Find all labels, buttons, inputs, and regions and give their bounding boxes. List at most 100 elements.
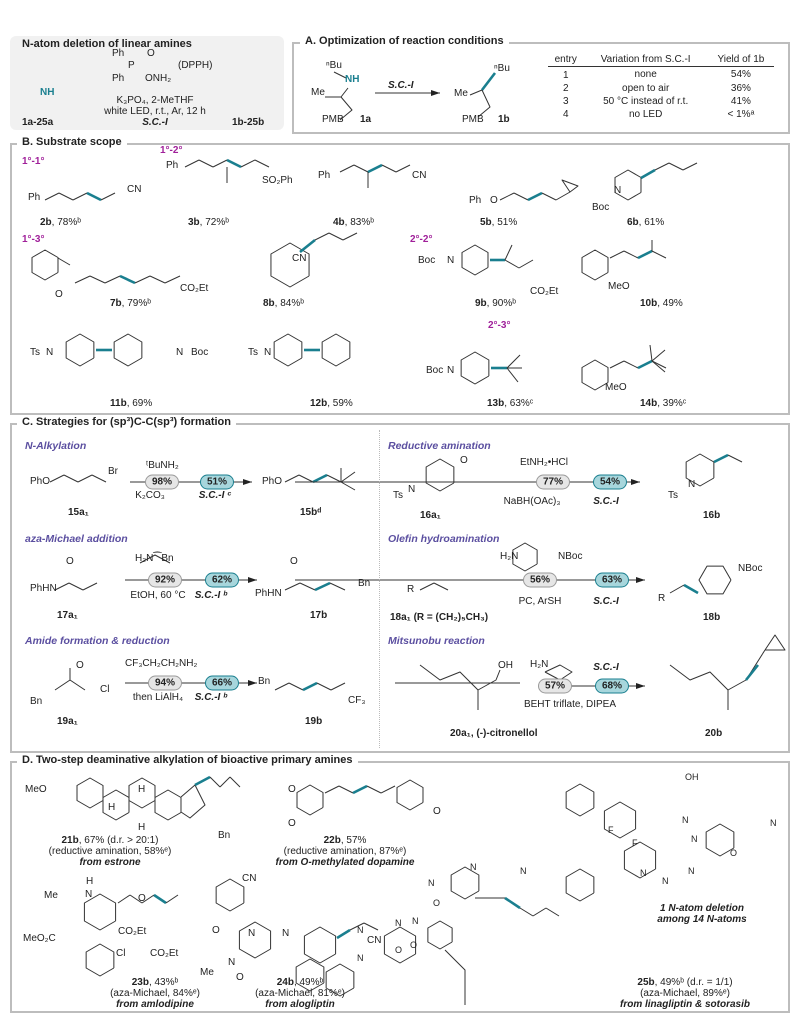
strategy-title: Mitsunobu reaction (388, 635, 485, 647)
step1-conditions: EtOH, 60 °C (130, 590, 186, 601)
bond (100, 192, 116, 201)
compound-id: 10b (640, 298, 658, 309)
bond (63, 474, 79, 483)
step2-yield-pill: 54% (592, 474, 628, 490)
product-label: 16b (703, 510, 721, 521)
bond (609, 250, 625, 259)
arrow-head (631, 479, 640, 485)
atom-label: Ph (166, 160, 179, 171)
bond (104, 275, 121, 284)
compound-yield: , 63%ᶜ (504, 398, 534, 409)
header-entry: entry (554, 54, 577, 65)
compound-yield: , 49%ᵇ (d.r. = 1/1) (654, 977, 733, 988)
cell: 36% (730, 83, 751, 94)
piperidine-ring (273, 333, 303, 367)
bond (649, 344, 653, 362)
imidazole-ring (427, 920, 453, 950)
atom-label: MeO (605, 382, 627, 393)
atom-label: Bn (258, 676, 271, 687)
bond (669, 584, 685, 594)
bond (298, 474, 314, 483)
class-label: 1°-1° (22, 156, 45, 167)
compound-label: 14b, 39%ᶜ (640, 398, 686, 409)
highlight-bond (527, 191, 543, 202)
atom-label: N (357, 925, 364, 935)
bond (380, 785, 396, 794)
quinazoline-ring (325, 963, 355, 997)
bond (353, 164, 369, 173)
uracil-ring (238, 921, 272, 959)
atom-label: CN (412, 170, 427, 181)
compound-id: 3b (188, 217, 200, 228)
optimization-panel (292, 42, 790, 134)
bond (91, 474, 107, 483)
bond (219, 776, 231, 788)
product-label: 15bᵈ (300, 507, 322, 518)
atom-label: N (640, 868, 647, 878)
atom-label: N (395, 918, 402, 928)
bond (274, 682, 290, 691)
atom-label: NBoc (738, 563, 763, 574)
highlight-bond (480, 72, 497, 91)
product-label: 1b-25b (232, 117, 265, 128)
compound-id: 9b (475, 298, 487, 309)
starting-material-label: 20a₁, (-)-citronellol (450, 728, 538, 739)
piperidine-ring (512, 542, 538, 572)
compound-source: from linagliptin & sotorasib (619, 999, 751, 1010)
compound-id: 23b (131, 977, 149, 988)
header-yield: Yield of 1b (717, 54, 765, 65)
bond (419, 664, 501, 691)
compound-yield: , 57% (340, 835, 367, 846)
reagent-name: (DPPH) (178, 60, 213, 71)
bond (198, 159, 214, 168)
compound-note: (aza-Michael, 89%ᵉ) (640, 988, 730, 999)
step2-yield-pill: 66% (204, 675, 240, 691)
atom-label: Boc (426, 365, 444, 376)
compound-label: 22b, 57% (324, 835, 367, 846)
atom-label: N (688, 866, 695, 876)
bond (229, 776, 241, 788)
arrow-head (636, 683, 645, 689)
highlight-bond (637, 359, 653, 370)
compound-id: 21b (61, 835, 79, 846)
atom-label: N (357, 953, 364, 963)
bond (654, 162, 670, 171)
bond (727, 454, 743, 463)
compound-id: 2b (40, 217, 52, 228)
bond (349, 922, 365, 931)
reagent-label: ᵗBuNH₂ (146, 460, 179, 471)
step1-yield-pill: 77% (535, 474, 571, 490)
atom-label: Ts (668, 490, 678, 501)
atom-label: Bn (30, 696, 43, 707)
atom-label: O (236, 972, 244, 983)
arrow-head (248, 577, 257, 583)
atom-label: Me (200, 967, 214, 978)
bond (49, 474, 65, 483)
compound-yield: , 51% (491, 217, 518, 228)
step1-conditions: BEHT triflate, DIPEA (523, 699, 617, 710)
bond (623, 360, 639, 369)
cell: none (634, 69, 657, 80)
reagent-label: NBoc (558, 551, 583, 562)
step2-conditions: S.C.-I ᵇ (194, 692, 228, 703)
piperidine-ring (698, 565, 732, 595)
atom-label: NH (345, 74, 360, 85)
compound-source: from amlodipine (116, 999, 194, 1010)
piperidine-ring (425, 458, 455, 492)
atom-label: O (433, 806, 441, 817)
highlight-bond (314, 581, 331, 592)
bond (504, 259, 520, 269)
atom-label: Me (311, 87, 325, 98)
benzene-ring (581, 249, 609, 281)
phenol-ring (565, 783, 595, 817)
atom-label: PMB (322, 114, 344, 125)
highlight-bond (640, 168, 656, 180)
nh-label: NH (40, 87, 55, 98)
compound-label: 2b, 78%ᵇ (40, 217, 81, 228)
compound-label: 7b, 79%ᵇ (110, 298, 151, 309)
bond (623, 250, 639, 259)
atom-label: N (412, 916, 419, 926)
atom-label: Boc (592, 202, 610, 213)
compound-id: 25b (637, 977, 655, 988)
